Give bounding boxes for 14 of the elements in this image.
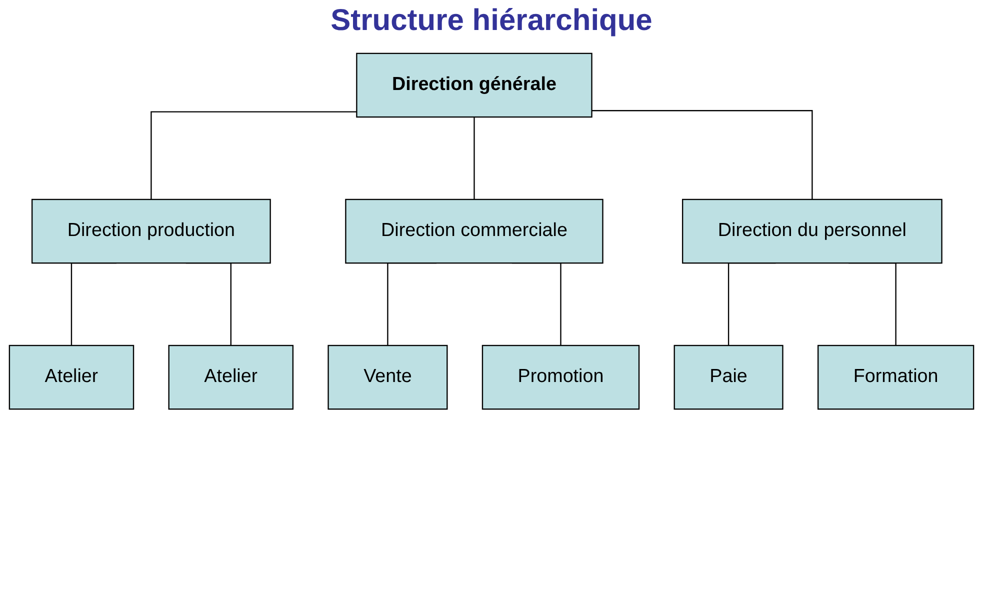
connector: [592, 110, 813, 200]
node-box: Direction du personnel: [682, 198, 942, 264]
diagram-title: Structure hiérarchique: [330, 4, 654, 38]
node-box: Paie: [674, 344, 784, 410]
connector: [150, 111, 357, 200]
node-box: Atelier: [168, 344, 294, 410]
node-box: Vente: [328, 344, 448, 410]
node-box: Direction commerciale: [345, 198, 604, 264]
node-box: Direction générale: [356, 52, 592, 118]
node-box: Promotion: [482, 344, 640, 410]
node-box: Atelier: [8, 344, 134, 410]
node-box: Direction production: [31, 198, 271, 264]
connector: [474, 116, 475, 200]
node-box: Formation: [817, 344, 974, 410]
